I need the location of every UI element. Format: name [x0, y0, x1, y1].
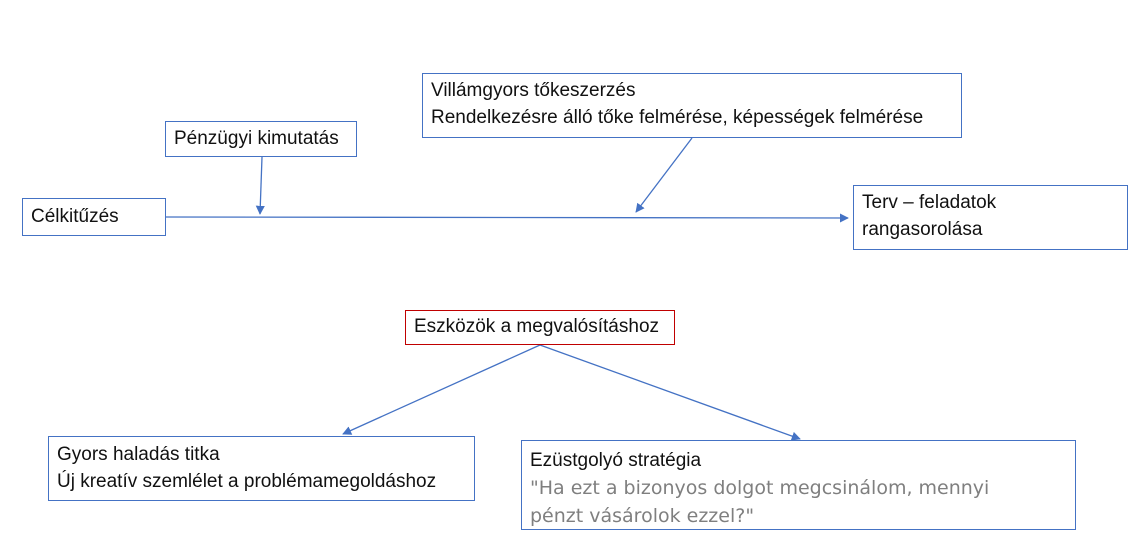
node-silver-bullet: Ezüstgolyó stratégia "Ha ezt a bizonyos …	[521, 440, 1076, 530]
node-capital-raising-title: Villámgyors tőkeszerzés	[431, 80, 636, 101]
node-financial-statement-label: Pénzügyi kimutatás	[174, 128, 339, 149]
node-plan-line1: Terv – feladatok	[862, 192, 997, 213]
node-plan-line2: rangasorolása	[862, 219, 983, 240]
edge-goal-to-plan	[165, 213, 849, 223]
node-goal-label: Célkitűzés	[31, 206, 119, 227]
node-tools: Eszközök a megvalósításhoz	[405, 310, 675, 345]
node-capital-raising-subtitle: Rendelkezésre álló tőke felmérése, képes…	[431, 107, 924, 128]
edge-tools-to-silver	[539, 344, 801, 441]
node-capital-raising: Villámgyors tőkeszerzés Rendelkezésre ál…	[422, 73, 962, 138]
node-silver-bullet-quote-line1: "Ha ezt a bizonyos dolgot megcsinálom, m…	[530, 477, 990, 499]
node-fast-progress: Gyors haladás titka Új kreatív szemlélet…	[48, 436, 475, 501]
node-silver-bullet-title: Ezüstgolyó stratégia	[530, 450, 702, 471]
edge-tools-to-fast	[342, 344, 541, 435]
node-plan: Terv – feladatok rangasorolása	[853, 185, 1128, 250]
node-fast-progress-subtitle: Új kreatív szemlélet a problémamegoldásh…	[57, 471, 437, 492]
node-financial-statement: Pénzügyi kimutatás	[165, 121, 357, 157]
edge-financial-to-line	[255, 156, 265, 215]
node-tools-label: Eszközök a megvalósításhoz	[414, 316, 660, 337]
node-goal: Célkitűzés	[22, 198, 166, 236]
edge-capital-to-line	[635, 137, 693, 213]
node-silver-bullet-quote-line2: pénzt vásárolok ezzel?"	[530, 505, 755, 527]
node-fast-progress-title: Gyors haladás titka	[57, 444, 220, 465]
